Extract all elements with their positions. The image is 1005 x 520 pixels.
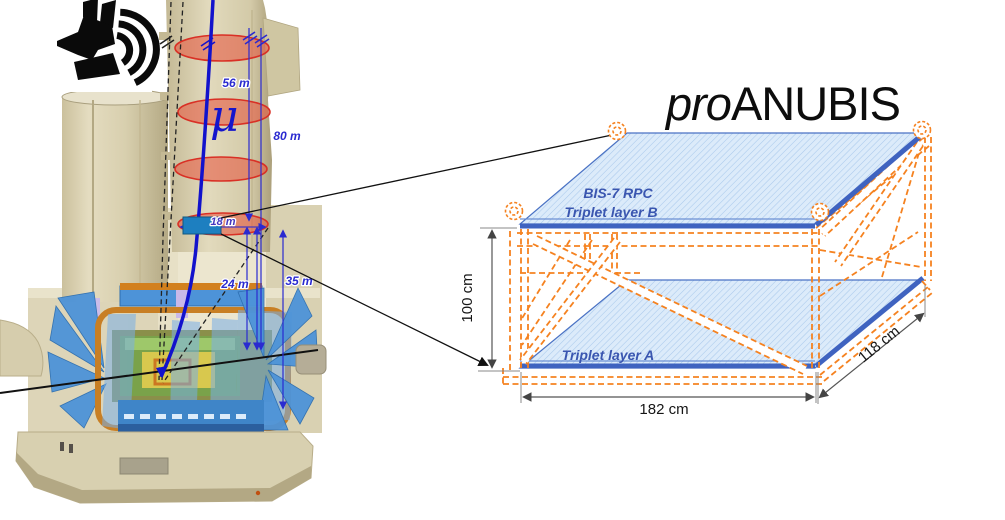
frame-braces <box>519 138 924 375</box>
layer-b-title: BIS-7 RPC <box>583 185 653 201</box>
figure-title-main: ANUBIS <box>730 77 901 130</box>
figure-title: proANUBIS <box>666 76 901 131</box>
label-muon: μ <box>210 91 239 142</box>
layer-b-subtitle: Triplet layer B <box>564 204 657 220</box>
measure-lines <box>242 28 288 410</box>
shaft-side-step <box>262 17 301 97</box>
proanubis-frame-drawing: 100 cm 182 cm 118 cm BIS-7 RPC Triplet l… <box>459 120 933 418</box>
shaft-px16 <box>61 88 169 302</box>
label-35m: 35 m <box>285 274 313 288</box>
dim-height-label: 100 cm <box>459 273 476 322</box>
muon-track-arrow <box>156 366 168 377</box>
cavern-floor <box>15 431 314 504</box>
anubis-jackal-logo-icon <box>12 0 160 92</box>
proanubis-location-box <box>182 216 222 235</box>
atlas-cavern-render: 56 m 80 m 18 m 24 m 35 m μ <box>0 0 327 504</box>
callout-lines <box>220 134 613 366</box>
beam-pipe-stub <box>295 344 327 375</box>
eyebolts <box>504 120 932 222</box>
label-80m: 80 m <box>273 129 301 143</box>
figure-title-prefix: pro <box>666 77 732 130</box>
label-18m: 18 m <box>210 216 235 228</box>
endcap-left <box>47 291 107 429</box>
rpc-layer-b <box>518 132 925 229</box>
atlas-detector <box>47 283 319 432</box>
label-24m: 24 m <box>220 277 249 291</box>
dim-width-label: 182 cm <box>639 401 688 418</box>
sight-lines <box>158 1 269 384</box>
break-marks <box>159 31 270 51</box>
dimension-100cm: 100 cm <box>459 227 520 372</box>
dimension-182cm: 182 cm <box>520 372 817 418</box>
tunnel-pipe-left <box>0 319 44 377</box>
label-56m: 56 m <box>222 76 250 90</box>
layer-a-label: Triplet layer A <box>562 347 655 363</box>
shaft-px14 <box>159 0 301 252</box>
